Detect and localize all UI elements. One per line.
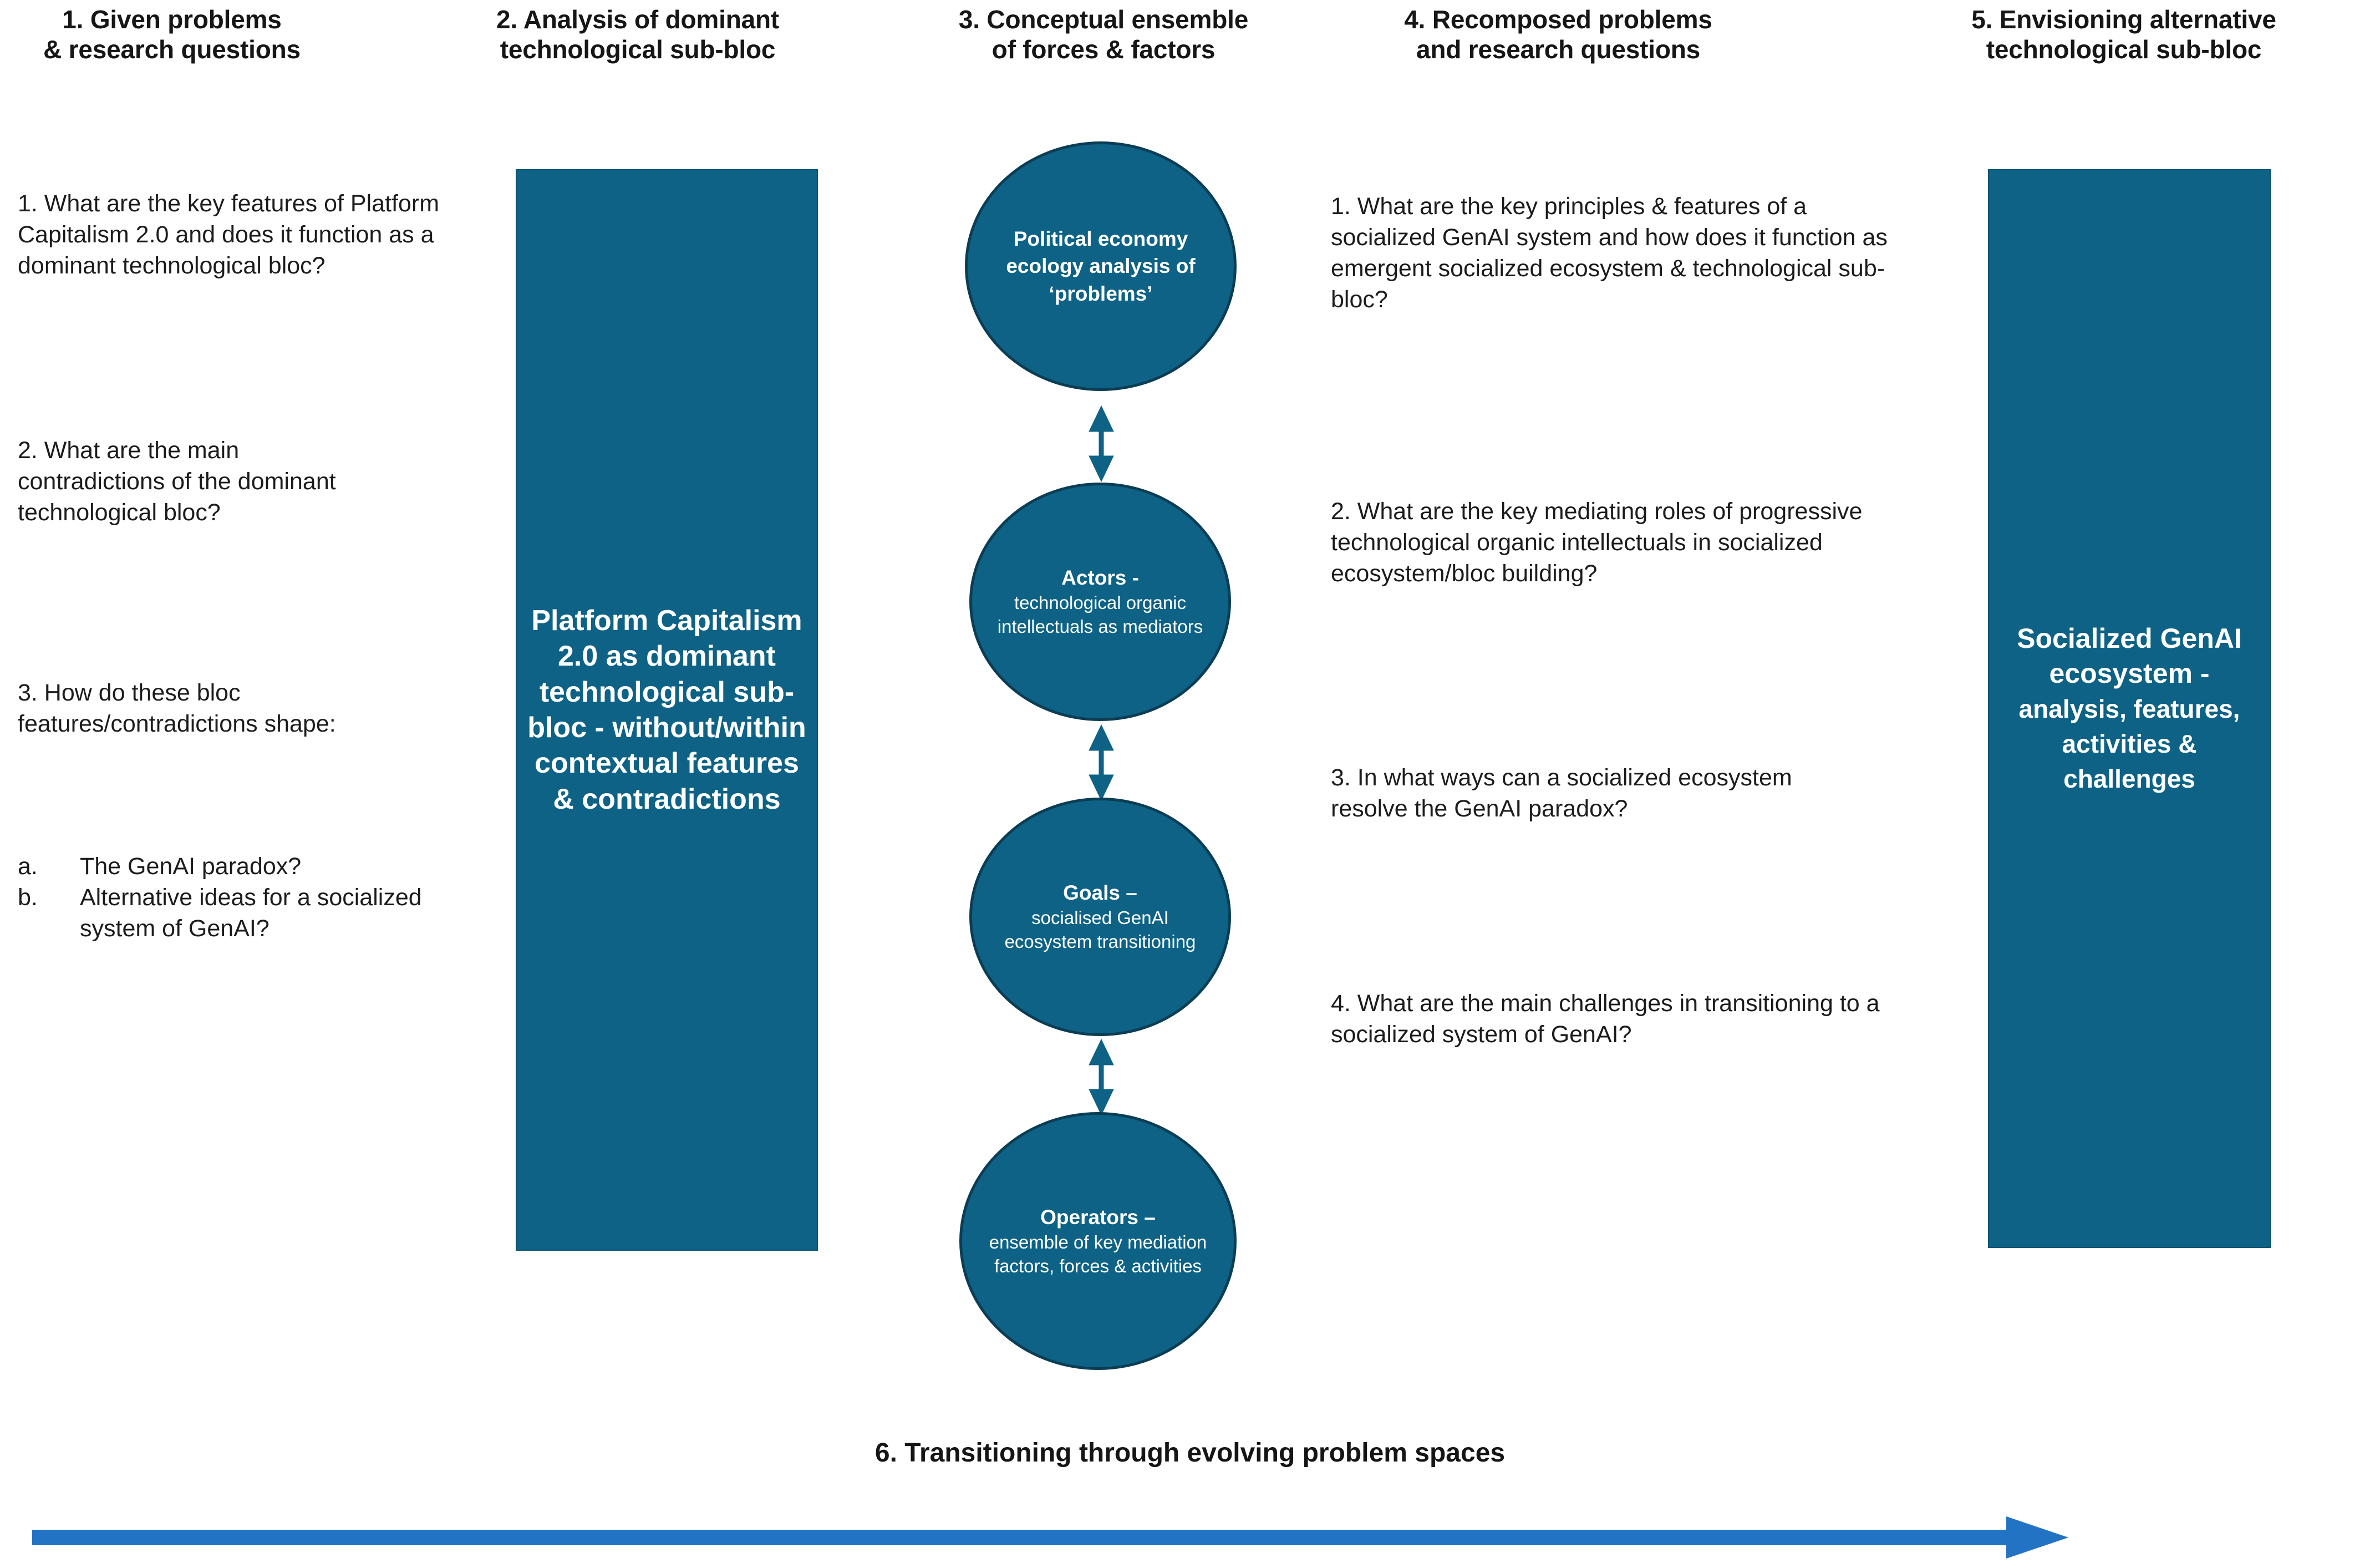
- col4-question-4: 4. What are the main challenges in trans…: [1331, 990, 1880, 1048]
- connector-arrow-3: [1089, 1038, 1114, 1116]
- node-political-economy-ecology-label: Political economy ecology analysis of ‘p…: [968, 225, 1234, 308]
- column-5-header-line1: 5. Envisioning alternative: [1971, 5, 2276, 34]
- col1-sublist: a. The GenAI paradox? b. Alternative ide…: [18, 851, 461, 945]
- footer-caption: 6. Transitioning through evolving proble…: [874, 1438, 1506, 1468]
- column-2-header-line2: technological sub-bloc: [500, 35, 776, 64]
- col4-question-2: 2. What are the key mediating roles of p…: [1331, 498, 1863, 587]
- col1-sublist-text-a: The GenAI paradox?: [80, 853, 302, 880]
- column-1-header-line2: & research questions: [43, 35, 301, 64]
- column-4-header-line1: 4. Recomposed problems: [1404, 5, 1712, 34]
- socialized-genai-ecosystem-box-text: Socialized GenAI ecosystem - analysis, f…: [1989, 621, 2270, 796]
- column-3-header: 3. Conceptual ensemble of forces & facto…: [887, 4, 1320, 65]
- node-goals-label: Goals – socialised GenAI ecosystem trans…: [972, 880, 1228, 954]
- col1-sublist-marker-a: a.: [18, 853, 38, 880]
- connector-arrow-2: [1089, 724, 1114, 801]
- node-actors-sub: technological organic intellectuals as m…: [997, 592, 1203, 637]
- column-5-header-line2: technological sub-bloc: [1986, 35, 2262, 64]
- col1-question-1: 1. What are the key features of Platform…: [18, 190, 440, 279]
- col4-question-1: 1. What are the key principles & feature…: [1331, 193, 1888, 313]
- node-political-economy-ecology: Political economy ecology analysis of ‘p…: [965, 141, 1237, 391]
- column-1-header: 1. Given problems & research questions: [0, 4, 344, 65]
- col1-question-3: 3. How do these bloc features/contradict…: [18, 679, 336, 737]
- platform-capitalism-box: Platform Capitalism 2.0 as dominant tech…: [516, 169, 818, 1251]
- node-actors-head: Actors -: [1061, 566, 1139, 590]
- node-operators: Operators – ensemble of key mediation fa…: [959, 1112, 1237, 1370]
- node-political-economy-ecology-head: Political economy ecology analysis of ‘p…: [1006, 227, 1196, 305]
- node-actors: Actors - technological organic intellect…: [969, 483, 1231, 721]
- transition-arrow-right: [32, 1516, 2068, 1559]
- column-5-header: 5. Envisioning alternative technological…: [1869, 4, 2379, 65]
- column-3-header-line2: of forces & factors: [991, 35, 1216, 64]
- column-4-header-line2: and research questions: [1416, 35, 1700, 64]
- col4-question-3: 3. In what ways can a socialized ecosyst…: [1331, 764, 1792, 822]
- node-actors-label: Actors - technological organic intellect…: [972, 565, 1228, 639]
- column-2-header: 2. Analysis of dominant technological su…: [421, 4, 854, 65]
- node-operators-head: Operators –: [1040, 1205, 1156, 1229]
- col1-question-2: 2. What are the main contradictions of t…: [18, 437, 336, 526]
- column-2-header-line1: 2. Analysis of dominant: [496, 5, 779, 34]
- socialized-genai-ecosystem-box: Socialized GenAI ecosystem - analysis, f…: [1988, 169, 2271, 1248]
- col1-sublist-item-a: a. The GenAI paradox?: [18, 851, 461, 882]
- platform-capitalism-box-text: Platform Capitalism 2.0 as dominant tech…: [527, 604, 806, 815]
- column-4-header: 4. Recomposed problems and research ques…: [1331, 4, 1786, 65]
- socialized-genai-box-sub: analysis, features, activities & challen…: [2018, 694, 2240, 793]
- column-3-header-line1: 3. Conceptual ensemble: [958, 5, 1249, 34]
- socialized-genai-box-head: Socialized GenAI ecosystem -: [2017, 623, 2242, 689]
- node-operators-label: Operators – ensemble of key mediation fa…: [962, 1204, 1234, 1278]
- col1-sublist-item-b: b. Alternative ideas for a socialized sy…: [18, 882, 461, 945]
- node-goals: Goals – socialised GenAI ecosystem trans…: [969, 798, 1231, 1036]
- column-1-header-line1: 1. Given problems: [62, 5, 282, 34]
- col1-sublist-marker-b: b.: [18, 884, 38, 911]
- node-goals-head: Goals –: [1063, 881, 1137, 905]
- col1-sublist-text-b: Alternative ideas for a socialized syste…: [80, 884, 422, 942]
- node-goals-sub: socialised GenAI ecosystem transitioning: [1004, 907, 1196, 952]
- connector-arrow-1: [1089, 405, 1114, 483]
- node-operators-sub: ensemble of key mediation factors, force…: [989, 1231, 1207, 1276]
